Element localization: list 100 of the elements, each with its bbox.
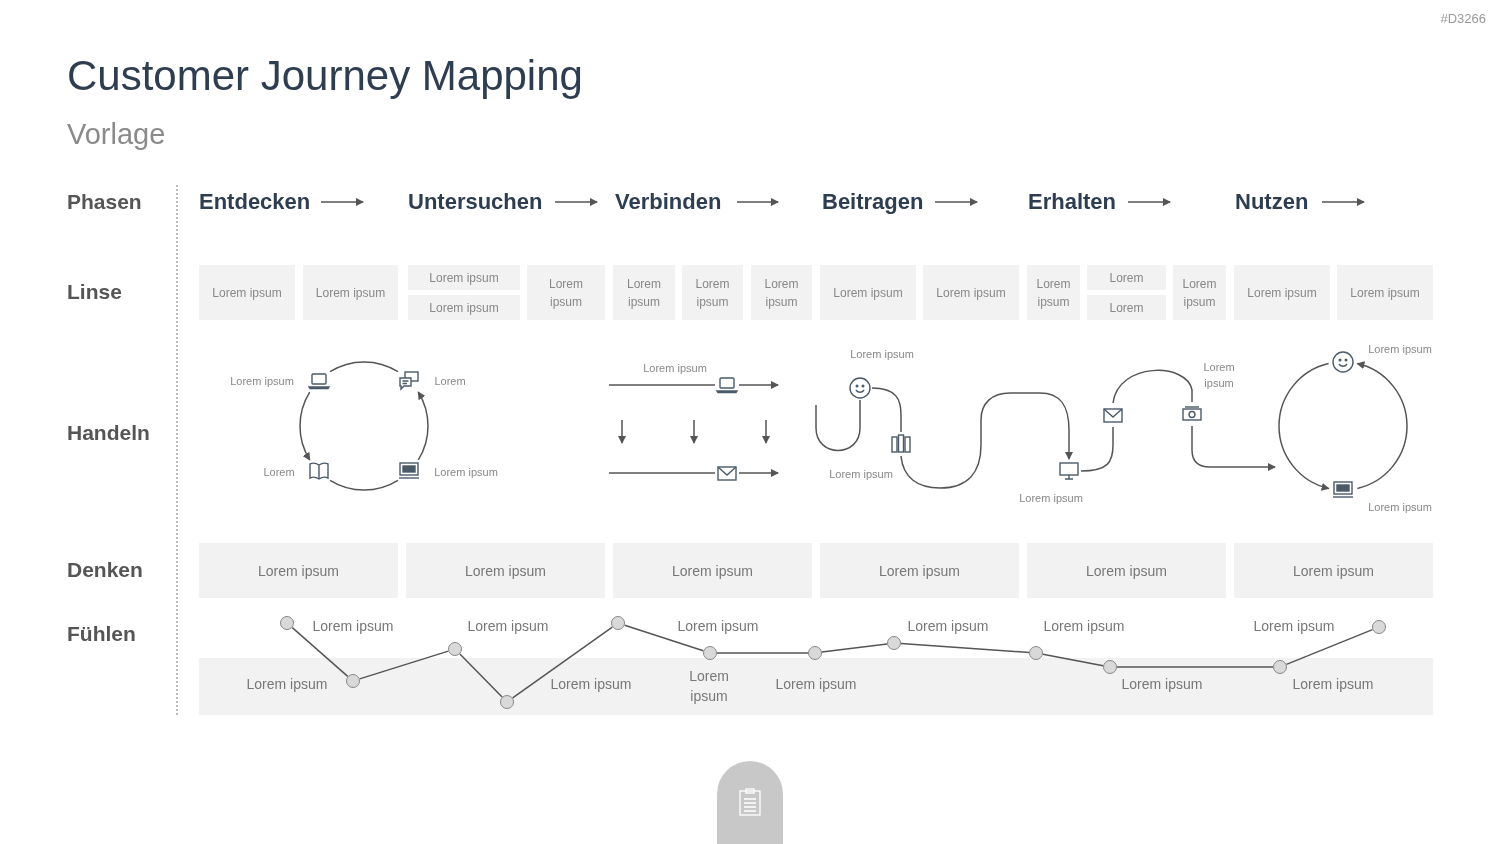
connector-line [1116, 666, 1274, 668]
feeling-label: Lorem ipsum [246, 675, 328, 694]
connector-arrow [299, 391, 311, 461]
rating-point [1372, 620, 1386, 634]
monitor-icon [1057, 459, 1081, 483]
feeling-label: Lorem ipsum [907, 617, 989, 636]
feeling-label: Lorem ipsum [1121, 675, 1203, 694]
feeling-label: Lorem ipsum [688, 667, 730, 706]
connector-arrow [417, 391, 429, 461]
icon-caption: Lorem ipsum [434, 465, 498, 480]
phase-heading: Erhalten [1028, 189, 1117, 215]
lens-box: Lorem [1087, 265, 1166, 290]
feeling-label: Lorem ipsum [1043, 617, 1125, 636]
rating-point [808, 646, 822, 660]
row-heading: Denken [67, 558, 143, 582]
title: Customer Journey Mapping [67, 52, 583, 100]
connector-line [821, 643, 888, 653]
lens-box: Lorem ipsum [1027, 265, 1080, 320]
connector-arrow [738, 381, 779, 389]
connector-line [900, 642, 1030, 654]
lens-box: Lorem ipsum [613, 265, 675, 320]
icon-caption: Lorem ipsum [1202, 360, 1236, 391]
connector-arrow [1191, 425, 1276, 471]
connector-line [329, 361, 399, 373]
connector-line [358, 650, 450, 680]
connector-line [716, 652, 809, 654]
connector-line [1112, 369, 1193, 404]
binders-icon [889, 432, 913, 456]
connector-line [1080, 426, 1114, 472]
feeling-label: Lorem ipsum [312, 617, 394, 636]
connector-line [608, 472, 716, 474]
feeling-label: Lorem ipsum [677, 617, 759, 636]
thinking-box: Lorem ipsum [1027, 543, 1226, 598]
lens-box: Lorem ipsum [1337, 265, 1433, 320]
row-heading: Linse [67, 280, 122, 304]
connector-line [459, 653, 503, 698]
feeling-label: Lorem ipsum [550, 675, 632, 694]
book-icon [307, 459, 331, 483]
row-heading: Fühlen [67, 622, 136, 646]
connector-line [608, 384, 716, 386]
icon-caption: Lorem ipsum [230, 374, 294, 389]
connector-line [1285, 628, 1374, 666]
lens-box: Lorem ipsum [682, 265, 743, 320]
connector-line [291, 626, 349, 678]
icon-caption: Lorem ipsum [1368, 500, 1432, 515]
smiley-icon [1331, 350, 1355, 374]
feeling-label: Lorem ipsum [467, 617, 549, 636]
rating-point [1029, 646, 1043, 660]
thinking-box: Lorem ipsum [199, 543, 398, 598]
connector-line [623, 624, 705, 652]
icon-caption: Lorem [434, 374, 466, 389]
lens-box: Lorem ipsum [1173, 265, 1226, 320]
lens-box: Lorem ipsum [820, 265, 916, 320]
rating-point [703, 646, 717, 660]
rating-point [887, 636, 901, 650]
thinking-box: Lorem ipsum [1234, 543, 1433, 598]
chat-icon [397, 369, 421, 393]
feeling-label: Lorem ipsum [1253, 617, 1335, 636]
phase-heading: Nutzen [1235, 189, 1309, 215]
row-heading: Handeln [67, 421, 150, 445]
icon-caption: Lorem ipsum [643, 361, 707, 376]
lens-box: Lorem ipsum [408, 295, 520, 320]
icon-caption: Lorem ipsum [850, 347, 914, 362]
lens-box: Lorem ipsum [408, 265, 520, 290]
phase-heading: Entdecken [199, 189, 311, 215]
row-heading: Phasen [67, 190, 142, 214]
icon-caption: Lorem [263, 465, 295, 480]
lens-box: Lorem ipsum [303, 265, 398, 320]
connector-line [1042, 653, 1104, 667]
phase-heading: Beitragen [822, 189, 924, 215]
lens-box: Lorem [1087, 295, 1166, 320]
thinking-box: Lorem ipsum [613, 543, 812, 598]
rating-point [280, 616, 294, 630]
connector-arrow [1278, 362, 1330, 491]
connector-line [815, 399, 861, 452]
feeling-label: Lorem ipsum [775, 675, 857, 694]
lens-box: Lorem ipsum [199, 265, 295, 320]
icon-caption: Lorem ipsum [829, 467, 893, 482]
lens-box: Lorem ipsum [527, 265, 605, 320]
template-code: #D3266 [1440, 11, 1486, 26]
icon-caption: Lorem ipsum [1368, 342, 1432, 357]
thinking-box: Lorem ipsum [820, 543, 1019, 598]
connector-arrow [1356, 361, 1408, 490]
subtitle: Vorlage [67, 118, 166, 151]
phase-heading: Verbinden [615, 189, 722, 215]
lens-box: Lorem ipsum [751, 265, 812, 320]
rating-point [611, 616, 625, 630]
connector-arrow [738, 469, 779, 477]
connector-line [511, 626, 614, 699]
smiley-icon [848, 376, 872, 400]
rating-point [448, 642, 462, 656]
connector-line [329, 479, 399, 491]
feeling-label: Lorem ipsum [1292, 675, 1374, 694]
thinking-box: Lorem ipsum [406, 543, 605, 598]
lens-box: Lorem ipsum [923, 265, 1019, 320]
lens-box: Lorem ipsum [1234, 265, 1330, 320]
phase-heading: Untersuchen [408, 189, 543, 215]
connector-line [871, 387, 902, 433]
connector-arrow [900, 392, 1073, 489]
icon-caption: Lorem ipsum [1019, 491, 1083, 506]
